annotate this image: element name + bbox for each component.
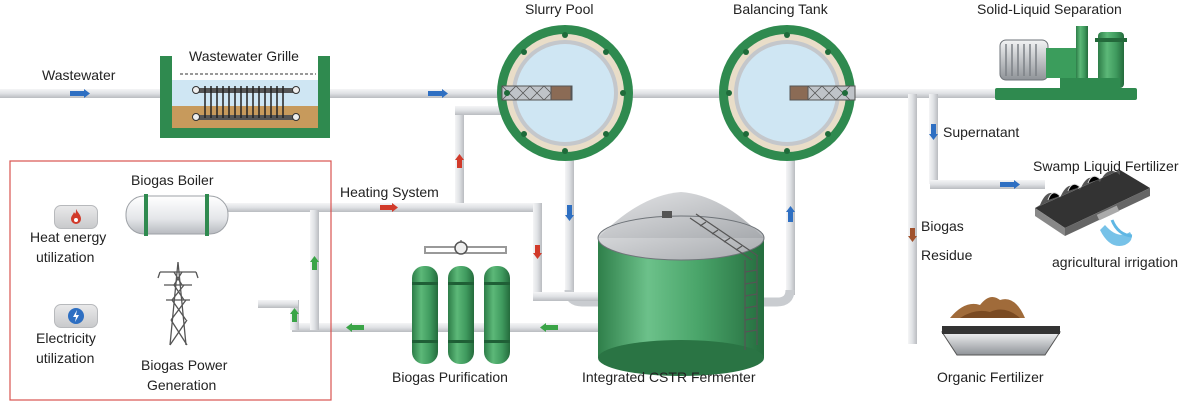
integrated-cstr-fermenter-label: Integrated CSTR Fermenter <box>582 369 756 385</box>
electricity-label-line2: utilization <box>36 350 95 366</box>
wastewater-grille <box>160 56 330 138</box>
solid-liquid-separation-label: Solid-Liquid Separation <box>977 1 1122 17</box>
biogas-branch-label: Biogas <box>921 218 964 234</box>
blue-arrow-icon <box>428 89 448 98</box>
blue-arrow-icon <box>1000 180 1020 189</box>
biogas-purification-towers <box>412 240 510 364</box>
green-arrow-icon <box>290 308 299 322</box>
heating-system-label: Heating System <box>340 184 439 200</box>
residue-label: Residue <box>921 247 973 263</box>
slurry-pool <box>497 25 633 161</box>
heat-energy-label-line2: utilization <box>36 249 95 265</box>
biogas-power-label-line2: Generation <box>147 377 217 393</box>
cstr-fermenter <box>597 192 765 376</box>
wastewater-grille-label: Wastewater Grille <box>189 48 299 64</box>
biogas-boiler <box>125 194 229 236</box>
solid-liquid-separator <box>995 26 1137 100</box>
liquid-fertilizer-tank <box>1035 170 1150 246</box>
organic-fertilizer-label: Organic Fertilizer <box>937 369 1044 385</box>
lightning-icon <box>54 304 98 328</box>
slurry-pool-label: Slurry Pool <box>525 1 594 17</box>
power-pylon <box>157 261 199 346</box>
flow-arrows <box>70 89 1020 332</box>
biogas-power-label-line1: Biogas Power <box>141 357 228 373</box>
green-arrow-icon <box>346 323 364 332</box>
utilization-frame <box>9 160 332 401</box>
blue-arrow-icon <box>565 205 574 221</box>
blue-arrow-icon <box>786 206 795 222</box>
blue-arrow-icon <box>70 89 90 98</box>
wastewater-label: Wastewater <box>42 67 116 83</box>
flame-icon <box>54 205 98 229</box>
red-arrow-icon <box>455 154 464 168</box>
biogas-purification-label: Biogas Purification <box>392 369 508 385</box>
biogas-boiler-label: Biogas Boiler <box>131 172 214 188</box>
organic-fertilizer-bin <box>941 296 1061 356</box>
blue-arrow-icon <box>929 124 938 140</box>
balancing-tank <box>719 25 856 161</box>
electricity-label-line1: Electricity <box>36 330 96 346</box>
supernatant-label: Supernatant <box>943 124 1020 140</box>
red-arrow-icon <box>533 245 542 259</box>
green-arrow-icon <box>310 256 319 270</box>
heat-energy-label-line1: Heat energy <box>30 229 107 245</box>
agricultural-irrigation-label: agricultural irrigation <box>1052 254 1179 270</box>
red-arrow-icon <box>908 228 917 242</box>
swamp-liquid-fertilizer-label: Swamp Liquid Fertilizer <box>1033 158 1179 174</box>
red-arrow-icon <box>380 203 398 212</box>
balancing-tank-label: Balancing Tank <box>733 1 828 17</box>
green-arrow-icon <box>540 323 558 332</box>
